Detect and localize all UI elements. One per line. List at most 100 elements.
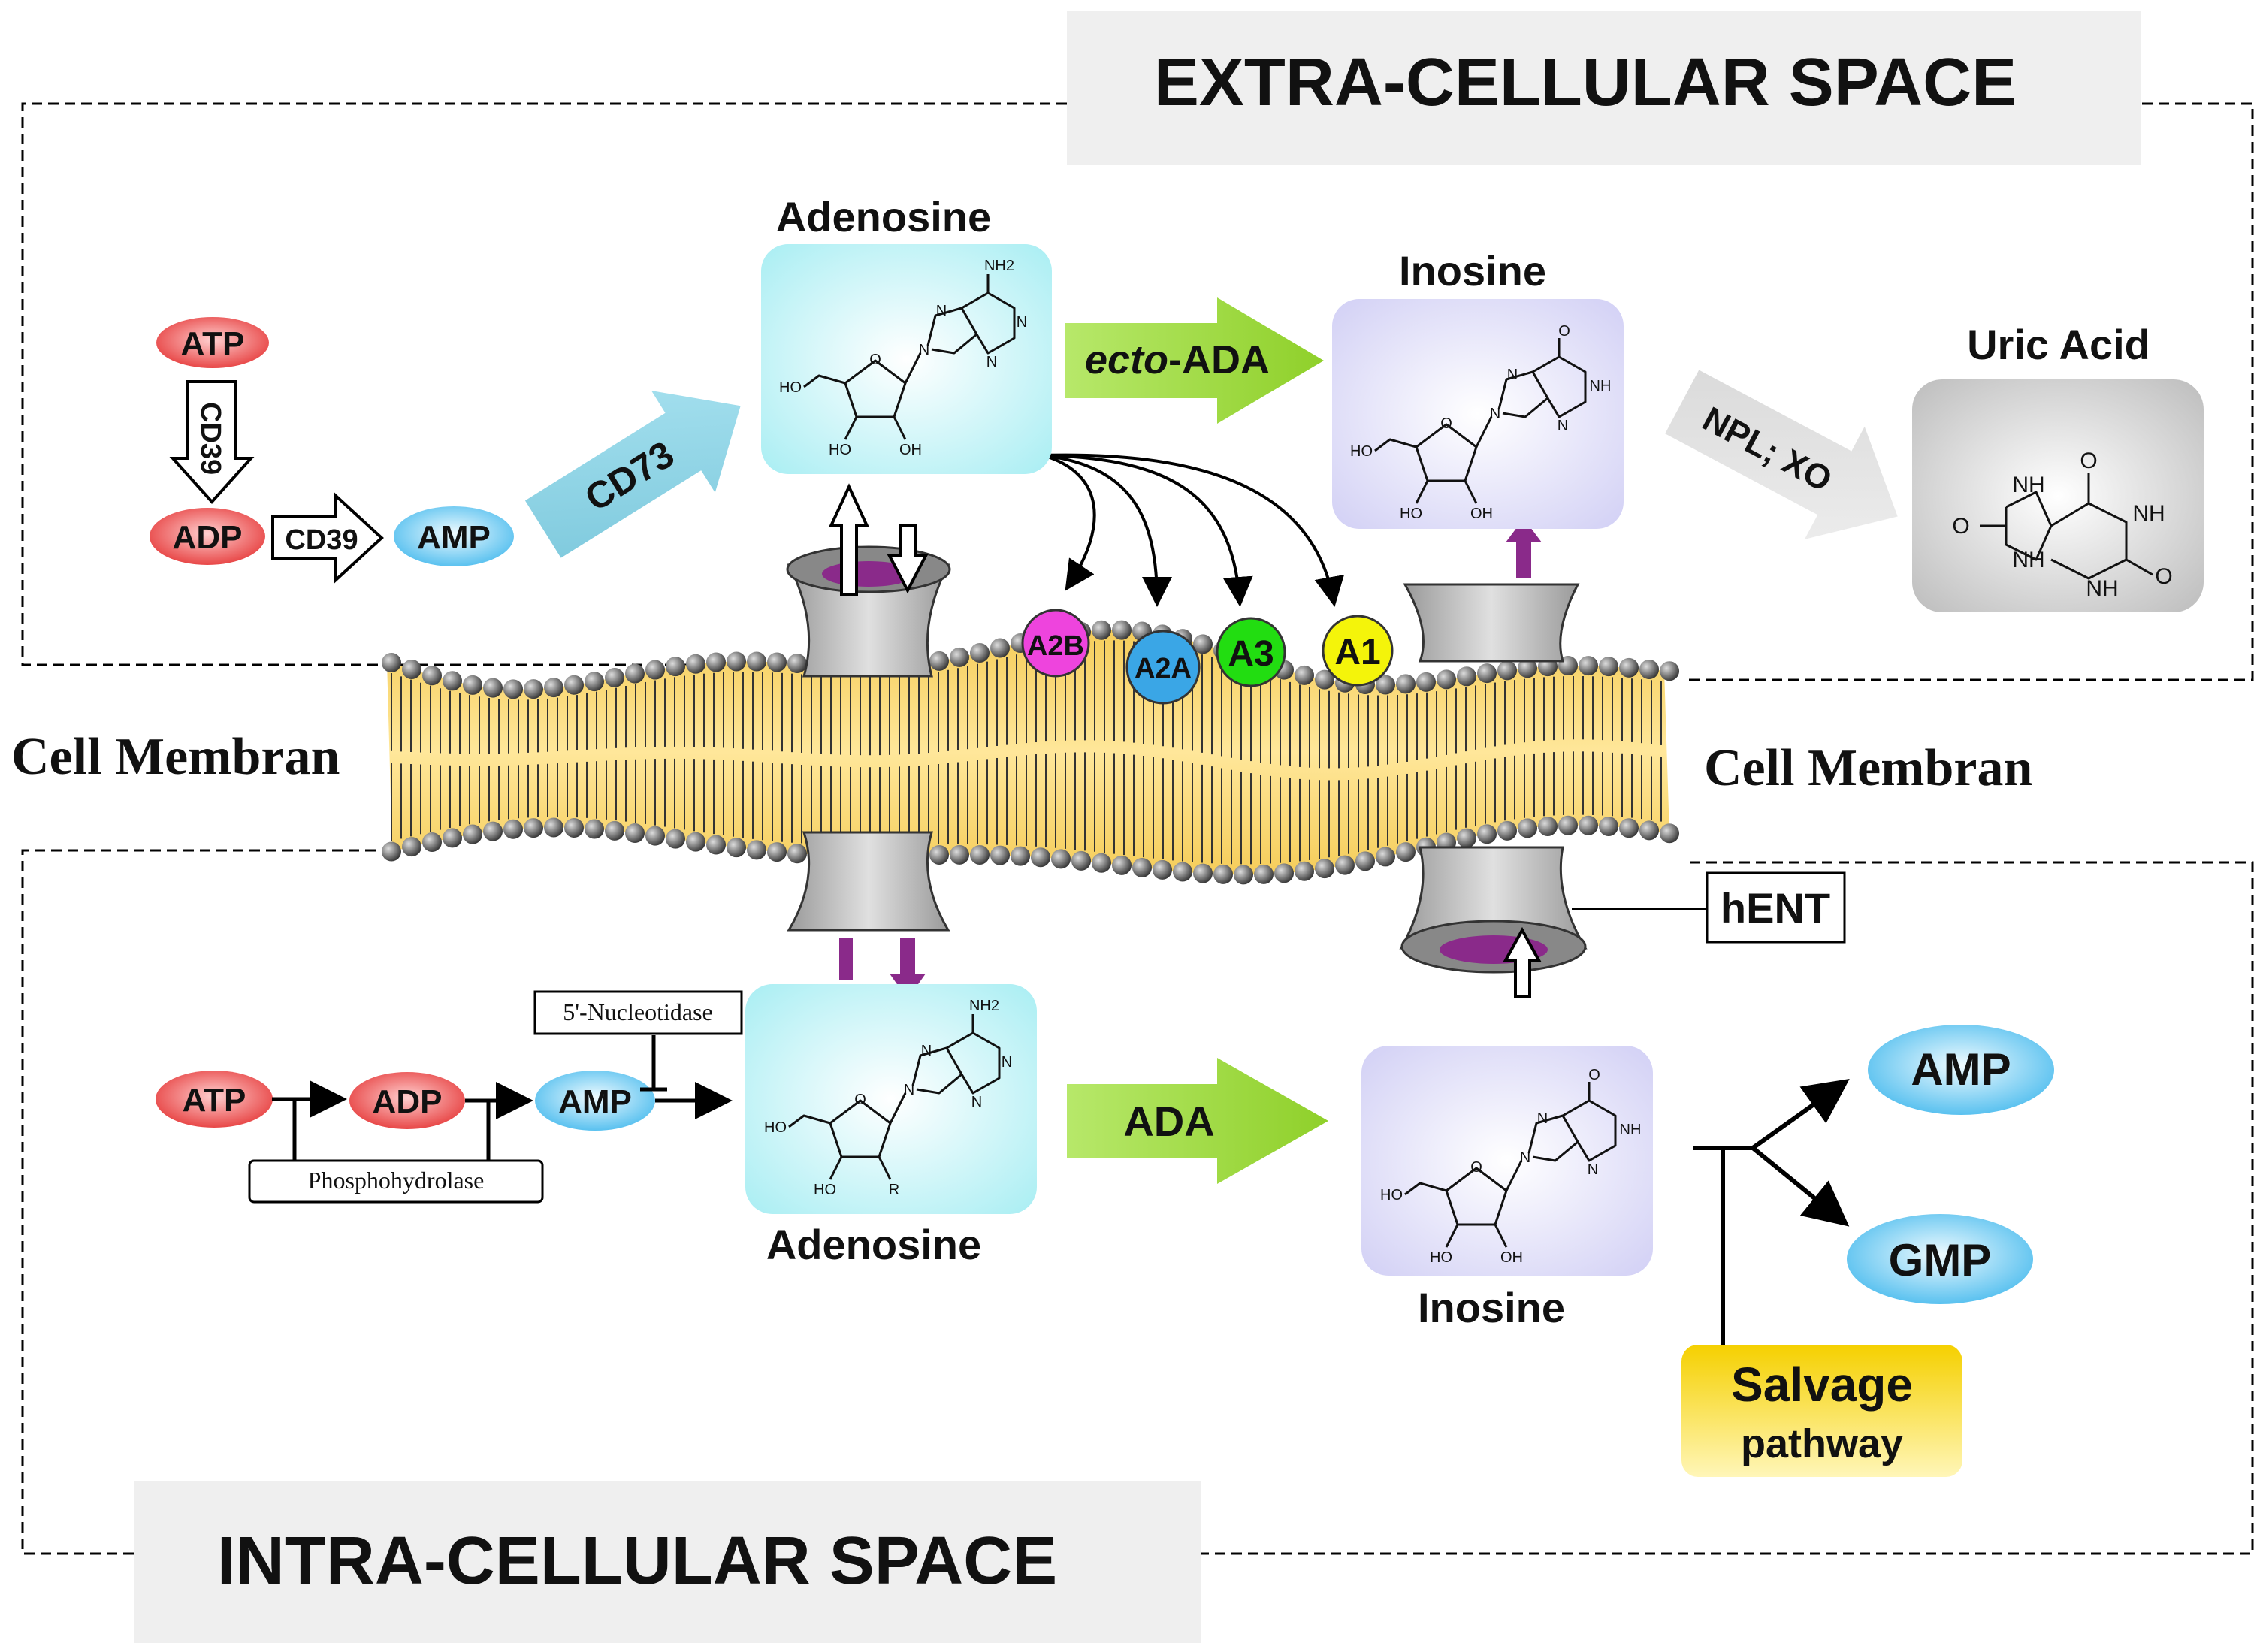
- ecto-suffix: -ADA: [1168, 337, 1270, 382]
- npl-xo-arrow: NPL; XO: [1665, 370, 1898, 539]
- svg-text:HO: HO: [1350, 443, 1373, 460]
- salvage-pathway-box: Salvage pathway: [1681, 1345, 1962, 1477]
- svg-text:HO: HO: [1380, 1187, 1403, 1204]
- intra-adp-pill: ADP: [349, 1072, 465, 1129]
- hent-label: hENT: [1721, 884, 1830, 932]
- svg-text:N: N: [1490, 406, 1500, 422]
- svg-text:O: O: [2080, 448, 2097, 473]
- intra-atp-label: ATP: [183, 1082, 246, 1119]
- ecto-prefix: ecto: [1085, 337, 1168, 382]
- svg-text:N: N: [1558, 418, 1568, 434]
- cd39-right-arrow: CD39: [271, 492, 384, 584]
- membrane-core: [387, 630, 1669, 875]
- svg-text:NH: NH: [2012, 548, 2044, 572]
- cd73-arrow: CD73: [524, 391, 741, 558]
- svg-text:HO: HO: [764, 1119, 787, 1136]
- svg-text:NH: NH: [2012, 473, 2044, 497]
- svg-text:NH: NH: [2132, 501, 2165, 526]
- cd39-vertical-label: CD39: [195, 402, 226, 475]
- svg-text:N: N: [1017, 314, 1027, 331]
- left-channel-bottom: [787, 831, 950, 932]
- extra-atp-pill: ATP: [156, 317, 269, 368]
- svg-text:NH: NH: [2086, 576, 2118, 601]
- intra-amp-label: AMP: [558, 1083, 632, 1120]
- receptor-a3-label: A3: [1228, 634, 1274, 674]
- svg-text:OH: OH: [899, 442, 922, 458]
- extra-adenosine-box: [761, 244, 1052, 474]
- svg-text:NH2: NH2: [984, 258, 1014, 274]
- svg-text:N: N: [986, 354, 997, 370]
- extra-amp-label: AMP: [417, 519, 491, 556]
- right-channel-bottom: [1399, 846, 1588, 974]
- intra-adenosine-title: Adenosine: [766, 1221, 981, 1268]
- svg-text:NH2: NH2: [969, 998, 999, 1014]
- extra-inosine-title: Inosine: [1399, 247, 1546, 294]
- phosphohydrolase-label: Phosphohydrolase: [308, 1167, 485, 1194]
- nucleotidase-box: 5'-Nucleotidase: [533, 990, 743, 1035]
- svg-text:O: O: [1470, 1159, 1482, 1176]
- intra-small-arrows: [272, 1035, 733, 1161]
- svg-text:HO: HO: [829, 442, 851, 458]
- purple-down-arrow-1: [839, 938, 853, 980]
- svg-text:O: O: [854, 1092, 866, 1108]
- svg-text:HO: HO: [814, 1182, 836, 1198]
- receptor-signal-arrows: [1042, 453, 1345, 607]
- extra-atp-label: ATP: [181, 325, 245, 362]
- adenosine-out-arrow: [828, 483, 870, 596]
- extra-adp-label: ADP: [173, 519, 243, 556]
- ecto-ada-label: ecto-ADA: [1085, 337, 1270, 382]
- salvage-gmp-label: GMP: [1889, 1235, 1992, 1285]
- ada-arrow: ADA: [1067, 1058, 1328, 1184]
- extra-inosine-box: [1332, 299, 1624, 529]
- svg-text:N: N: [1537, 1110, 1548, 1127]
- cell-membrane-label-right: Cell Membran: [1704, 739, 2032, 797]
- salvage-gmp-pill: GMP: [1847, 1214, 2033, 1304]
- intra-inosine-title: Inosine: [1418, 1284, 1565, 1331]
- inosine-out-purple-arrow: [1506, 518, 1542, 578]
- extra-adenosine-title: Adenosine: [776, 193, 991, 240]
- receptor-a1: A1: [1322, 615, 1394, 687]
- svg-text:HO: HO: [779, 379, 802, 396]
- extracellular-border: [21, 102, 2254, 681]
- svg-text:N: N: [921, 1043, 932, 1059]
- svg-text:N: N: [904, 1082, 914, 1098]
- phosphohydrolase-box: Phosphohydrolase: [248, 1159, 544, 1204]
- receptor-a1-label: A1: [1334, 633, 1380, 672]
- lipid-tails: [391, 640, 1662, 865]
- svg-text:OH: OH: [1500, 1249, 1523, 1266]
- receptor-a2a: A2A: [1125, 630, 1201, 705]
- intracellular-title-banner: INTRA-CELLULAR SPACE: [134, 1481, 1201, 1643]
- inosine-in-arrow: [1503, 926, 1542, 998]
- svg-text:O: O: [1588, 1067, 1600, 1083]
- intracellular-border: [21, 849, 2254, 1555]
- svg-text:O: O: [869, 352, 881, 368]
- intra-inosine-box: [1361, 1046, 1653, 1276]
- hent-label-box: hENT: [1706, 871, 1846, 944]
- svg-text:HO: HO: [1430, 1249, 1452, 1266]
- receptor-a2b: A2B: [1021, 609, 1090, 678]
- salvage-amp-label: AMP: [1911, 1044, 2011, 1095]
- uric-acid-title: Uric Acid: [1967, 321, 2150, 368]
- svg-text:N: N: [971, 1094, 982, 1110]
- cd39-horizontal-label: CD39: [285, 524, 358, 556]
- intra-adp-label: ADP: [373, 1083, 443, 1120]
- svg-text:HO: HO: [1400, 506, 1422, 522]
- purple-down-arrow-2: [890, 938, 926, 999]
- extracellular-title: EXTRA-CELLULAR SPACE: [1154, 45, 2017, 120]
- extra-amp-pill: AMP: [394, 506, 514, 566]
- svg-text:R: R: [889, 1182, 899, 1198]
- svg-text:N: N: [1507, 367, 1518, 383]
- receptor-a3: A3: [1216, 617, 1286, 687]
- svg-text:NH: NH: [1590, 378, 1612, 394]
- svg-text:N: N: [1520, 1149, 1530, 1166]
- cd39-down-arrow: CD39: [169, 380, 255, 504]
- svg-text:N: N: [1588, 1161, 1598, 1178]
- ada-label: ADA: [1123, 1098, 1214, 1145]
- cell-membrane-label-left: Cell Membran: [11, 728, 340, 786]
- receptor-a2a-label: A2A: [1135, 653, 1192, 684]
- salvage-branch-lines: [1693, 1079, 1850, 1348]
